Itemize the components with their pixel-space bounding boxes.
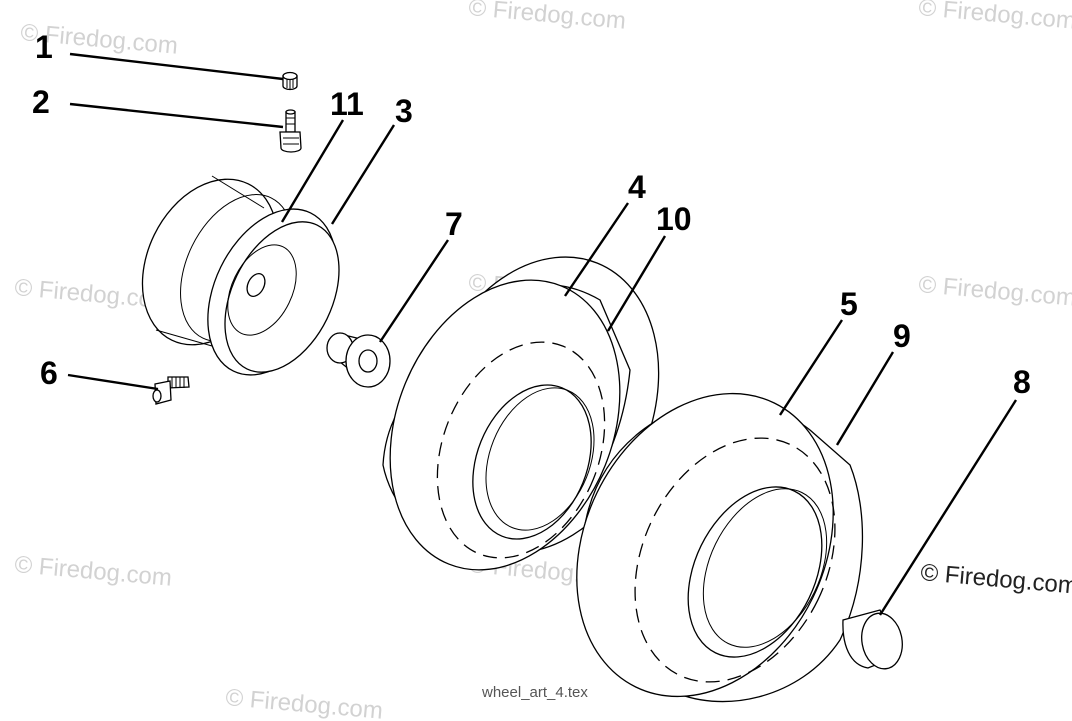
- valve-cap-part: [282, 71, 298, 91]
- hub-cap-part: [842, 609, 903, 670]
- leader-line: [778, 319, 844, 416]
- callout-label: 5: [840, 286, 858, 322]
- drawing-caption: wheel_art_4.tex: [481, 684, 588, 701]
- watermark: © Firedog.com: [917, 0, 1072, 35]
- leader-line: [330, 124, 396, 225]
- valve-stem-part: [279, 109, 302, 153]
- watermark: © Firedog.com: [224, 684, 383, 721]
- callout-label: 9: [893, 318, 911, 354]
- leader-line: [69, 102, 284, 129]
- leader-line: [379, 239, 449, 343]
- rear-tire-part: [576, 392, 864, 703]
- front-tire-part: [382, 256, 660, 571]
- leader-line: [280, 119, 345, 223]
- callout-label: 1: [35, 29, 53, 65]
- grease-fitting-part: [152, 376, 190, 405]
- callout-label: 6: [40, 355, 58, 391]
- leader-line: [564, 202, 629, 297]
- leader-line: [69, 52, 284, 81]
- wheel-rim-part: [141, 175, 340, 376]
- leader-line: [878, 399, 1018, 616]
- callout-label: 11: [330, 86, 364, 122]
- watermark: © Firedog.com: [917, 271, 1072, 312]
- callout-labels: 1 2 11 3 4 10 7 6 5 9 8: [32, 29, 1031, 400]
- leader-line: [67, 373, 159, 391]
- callout-label: 4: [628, 169, 646, 205]
- leader-lines: [67, 52, 1018, 616]
- watermark: © Firedog.com: [467, 0, 626, 35]
- flanged-bushing-part: [326, 332, 391, 388]
- callout-label: 7: [445, 206, 463, 242]
- copyright-notice: © Firedog.com: [919, 559, 1072, 600]
- callout-label: 3: [395, 93, 413, 129]
- callout-label: 2: [32, 84, 50, 120]
- callout-label: 10: [656, 201, 692, 237]
- leader-line: [835, 351, 895, 446]
- leader-line: [606, 235, 667, 332]
- callout-label: 8: [1013, 364, 1031, 400]
- watermark: © Firedog.com: [13, 551, 172, 592]
